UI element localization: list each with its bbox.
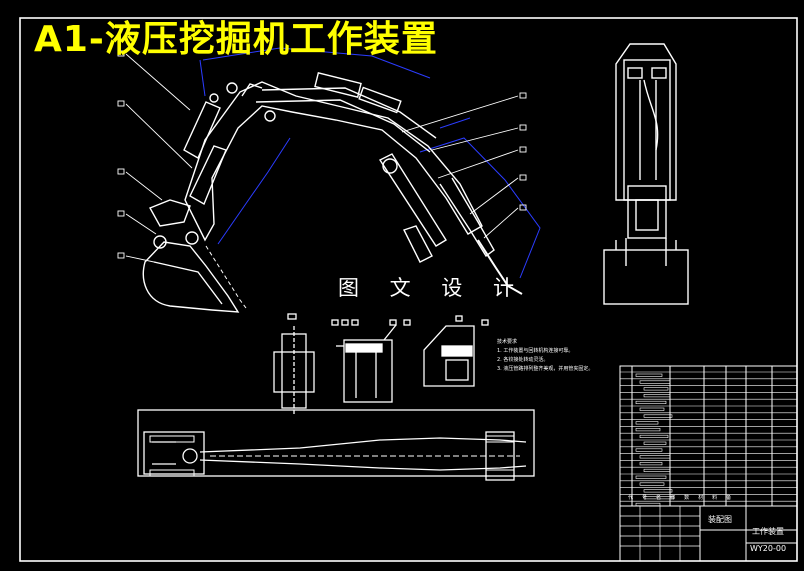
note-item-2: 2. 各铰接处转动灵活。: [497, 357, 549, 363]
bom-row-text-placeholder: [635, 421, 659, 425]
title-block: [619, 365, 798, 562]
bom-row-text-placeholder: [643, 489, 673, 493]
front-view: [603, 43, 689, 305]
notes-heading: 技术要求: [497, 339, 518, 345]
plan-view: [137, 409, 535, 481]
bom-row-text-placeholder: [643, 496, 675, 500]
bom-row-text-placeholder: [635, 428, 661, 432]
bom-row-text-placeholder: [635, 448, 663, 452]
bom-footer: 代号名称数材料备: [628, 494, 740, 501]
bom-footer-8: 备: [726, 495, 741, 501]
note-item-1: 1. 工作装置与回转机构连接可靠。: [497, 348, 574, 354]
bom-row-text-placeholder: [639, 407, 665, 411]
bom-footer-2: 号: [642, 495, 657, 501]
drawing-border: [19, 17, 798, 562]
technical-notes: 技术要求 1. 工作装置与回转机构连接可靠。 2. 各铰接处转动灵活。 3. 液…: [497, 338, 593, 374]
drawing-code-label: WY20-00: [750, 544, 787, 553]
bom-rows: [620, 371, 797, 507]
leader-lines-right: [401, 92, 527, 239]
bom-footer-1: 代: [628, 495, 643, 501]
bom-footer-6: 材: [698, 495, 713, 501]
drawing-type-label: 装配图: [708, 515, 732, 524]
bom-row-text-placeholder: [635, 475, 667, 479]
drawing-name-label: 工作装置: [752, 527, 784, 536]
bom-row-text-placeholder: [643, 468, 671, 473]
bom-row-text-placeholder: [635, 502, 661, 507]
leader-lines-left: [117, 50, 193, 263]
bom-row-text-placeholder: [643, 387, 669, 391]
watermark-text: 图 文 设 计: [338, 276, 527, 300]
drawing-title: A1-液压挖掘机工作装置: [34, 19, 438, 60]
bom-row-text-placeholder: [643, 414, 673, 418]
bom-footer-5: 数: [684, 495, 699, 501]
bom-row-text-placeholder: [643, 441, 667, 445]
bom-row-text-placeholder: [639, 380, 671, 384]
title-grid: [620, 506, 700, 561]
bom-footer-7: 料: [712, 495, 727, 501]
bom-row-text-placeholder: [643, 394, 671, 398]
bom-row-text-placeholder: [639, 455, 671, 459]
side-view: [142, 47, 541, 313]
bom-row-text-placeholder: [635, 373, 663, 377]
bom-row-text-placeholder: [639, 462, 663, 466]
bom-row-text-placeholder: [639, 482, 665, 486]
note-item-3: 3. 液压管路排列整齐美观，并用管夹固定。: [497, 366, 594, 372]
bom-row-text-placeholder: [635, 400, 667, 405]
bom-footer-3: 名: [656, 495, 671, 501]
plan-view-bolts: [149, 435, 515, 477]
section-details: [273, 313, 489, 414]
dimension-lines: [199, 47, 541, 279]
bom-footer-4: 称: [670, 495, 685, 501]
bom-row-text-placeholder: [639, 434, 669, 439]
